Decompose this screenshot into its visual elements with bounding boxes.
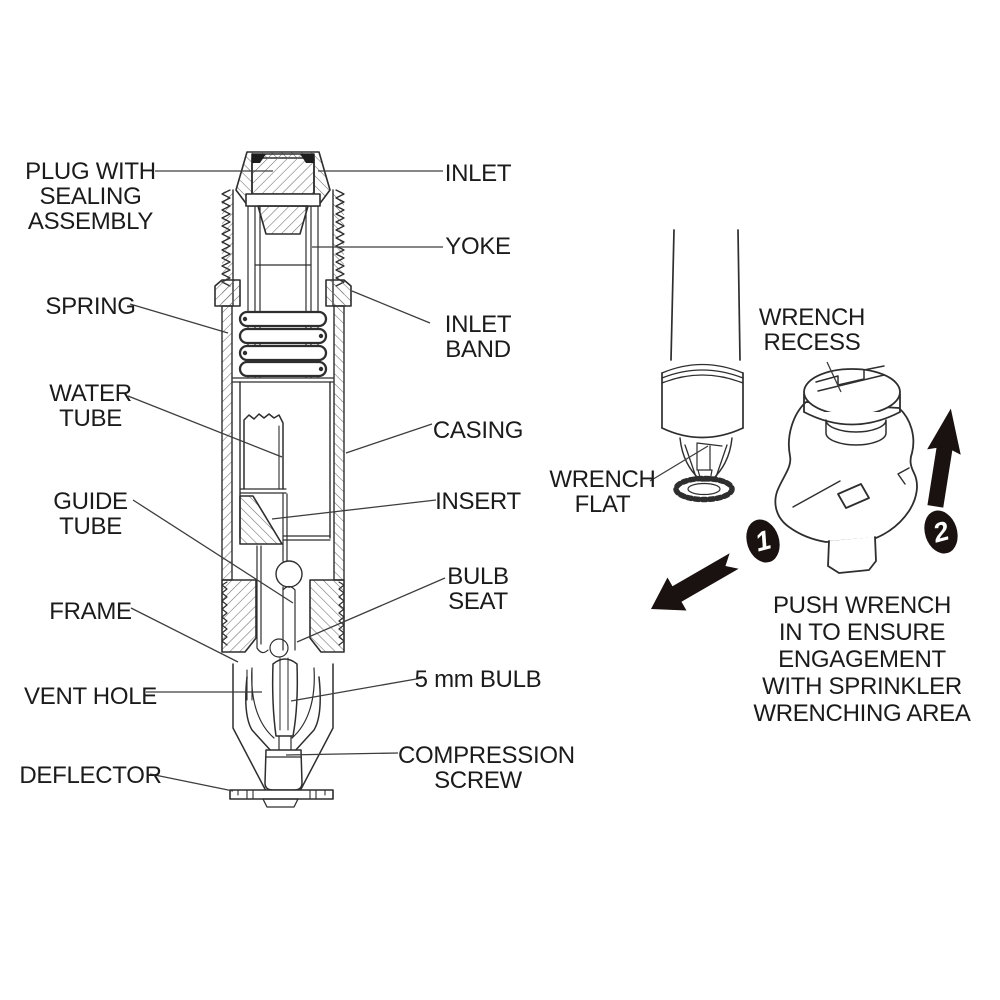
seal-bar xyxy=(245,193,321,207)
guide-tube xyxy=(256,545,269,654)
thread-left xyxy=(221,189,231,287)
plug-lower xyxy=(257,205,309,235)
plug-hatched xyxy=(251,153,315,195)
label-compression-screw: COMPRESSION SCREW xyxy=(398,742,575,794)
leader-water-tube xyxy=(127,395,283,458)
pipe xyxy=(670,229,741,361)
insert-wedge xyxy=(239,495,283,545)
leader-bulb-seat xyxy=(296,577,446,643)
wrench-diagram-leaders xyxy=(649,361,842,482)
bulb-seat-left xyxy=(221,579,257,653)
label-plug-with-sealing-assembly: PLUG WITH SEALING ASSEMBLY xyxy=(25,158,156,235)
wrench-hole xyxy=(837,483,870,509)
sprinkler-wrench xyxy=(774,365,918,574)
leader-casing xyxy=(345,423,433,454)
frame-left xyxy=(232,663,273,792)
leader-bulb xyxy=(290,677,423,702)
spring-coils xyxy=(238,310,328,378)
leader-wrench-flat xyxy=(649,445,709,482)
label-wrench-recess: WRENCH RECESS xyxy=(758,304,866,356)
wrench-cap xyxy=(803,368,901,416)
label-5mm-bulb: 5 mm BULB xyxy=(414,666,542,693)
wrench-tab xyxy=(827,536,877,574)
leader-deflector xyxy=(149,773,234,792)
label-guide-tube: GUIDE TUBE xyxy=(53,488,128,540)
plug-seal-left xyxy=(252,154,266,163)
arrow-down-left-icon xyxy=(651,553,739,611)
compression-screw xyxy=(264,749,303,791)
arrows-and-badges xyxy=(651,408,961,611)
label-yoke: YOKE xyxy=(445,233,511,260)
water-tube xyxy=(243,413,284,490)
leader-insert xyxy=(271,499,437,520)
deflector-plate xyxy=(229,789,334,800)
vent-hole xyxy=(246,669,253,701)
label-wrench-flat: WRENCH FLAT xyxy=(549,466,656,518)
instruction-text: PUSH WRENCH IN TO ENSURE ENGAGEMENT WITH… xyxy=(753,592,971,727)
lever-ball xyxy=(275,560,303,588)
arrow-up-icon xyxy=(927,408,961,508)
label-insert: INSERT xyxy=(435,488,521,515)
label-inlet: INLET xyxy=(444,160,512,187)
label-deflector: DEFLECTOR xyxy=(19,762,162,789)
casing-wall-left xyxy=(221,305,233,581)
leader-guide-tube xyxy=(132,499,294,604)
bulb-seat-right xyxy=(309,579,345,653)
label-inlet-band: INLET BAND xyxy=(444,311,512,363)
step-1-badge xyxy=(746,519,780,563)
label-frame: FRAME xyxy=(49,598,132,625)
frame-right xyxy=(293,663,334,792)
leader-compression-screw xyxy=(285,752,399,756)
plug-seal-right xyxy=(300,154,314,163)
label-vent-hole: VENT HOLE xyxy=(24,683,157,710)
leader-spring xyxy=(129,303,229,334)
casing-wall-right xyxy=(333,305,345,581)
deflector-boss xyxy=(262,798,299,808)
step-2-badge xyxy=(924,510,958,554)
label-water-tube: WATER TUBE xyxy=(49,380,132,432)
sprinkler-cross-section xyxy=(214,151,352,808)
inlet-band-right xyxy=(325,279,352,307)
thread-right xyxy=(335,189,345,287)
label-bulb-seat: BULB SEAT xyxy=(447,563,509,615)
leader-frame xyxy=(130,607,239,663)
inlet-band-left xyxy=(214,279,241,307)
leader-lines xyxy=(127,170,446,792)
label-spring: SPRING xyxy=(45,293,136,320)
glass-bulb xyxy=(271,658,299,737)
pendant-sprinkler-on-pipe xyxy=(661,229,744,503)
leader-wrench-recess xyxy=(826,361,842,393)
wrench-flat-detail xyxy=(696,442,723,471)
leader-inlet-band xyxy=(351,290,431,324)
wrench-body xyxy=(774,401,918,543)
label-casing: CASING xyxy=(432,417,524,444)
